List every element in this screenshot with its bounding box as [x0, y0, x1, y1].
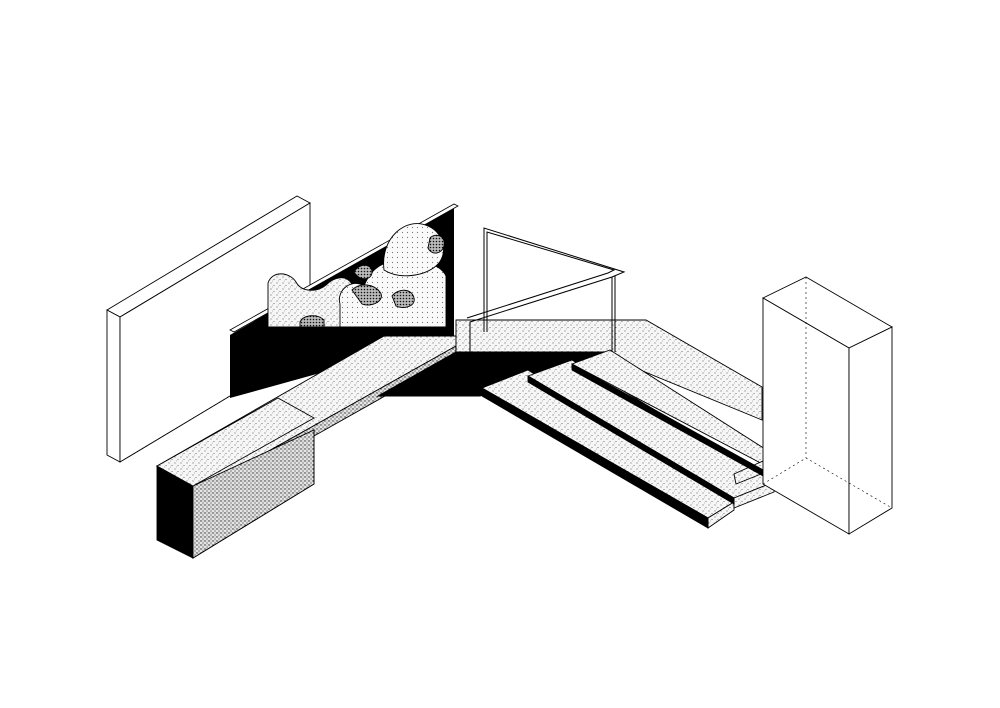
handrail [466, 227, 626, 368]
stair-steps [480, 349, 777, 529]
stair-step [526, 359, 776, 509]
left-wall-panel [106, 195, 311, 463]
bench-block [155, 335, 457, 559]
cloud-screen [267, 223, 447, 328]
right-pillar [762, 276, 893, 535]
